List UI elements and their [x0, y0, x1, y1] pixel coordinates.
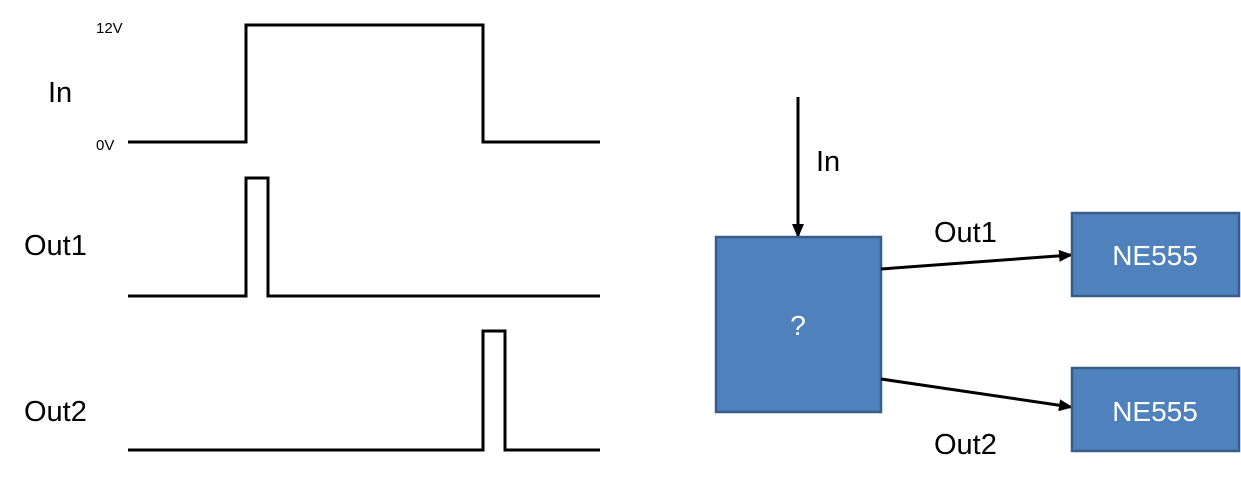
in-signal-label: In: [48, 77, 72, 109]
out2-waveform: [128, 329, 600, 452]
out1-waveform: [128, 176, 600, 298]
out2-signal-label: Out2: [24, 396, 87, 428]
block-out2-label: Out2: [934, 429, 997, 461]
timer2-label: NE555: [1112, 396, 1198, 427]
block-out1-label: Out1: [934, 217, 997, 249]
timer2-block: [1070, 366, 1241, 453]
low-voltage-label: 0V: [96, 137, 114, 154]
out1-signal-label: Out1: [24, 230, 87, 262]
timer1-label: NE555: [1112, 240, 1198, 271]
high-voltage-label: 12V: [96, 20, 123, 37]
unknown-block: [714, 235, 883, 414]
in-waveform: [128, 23, 600, 144]
unknown-block-label: ?: [790, 310, 806, 341]
timer1-block: [1070, 211, 1241, 298]
out1-arrow: [880, 249, 1073, 271]
block-in-label: In: [816, 146, 840, 178]
block-diagram: In ? Out1 Out2 NE555 NE555: [714, 97, 1241, 461]
timing-diagram: In Out1 Out2 12V 0V: [24, 20, 600, 452]
out2-arrow: [880, 377, 1073, 412]
